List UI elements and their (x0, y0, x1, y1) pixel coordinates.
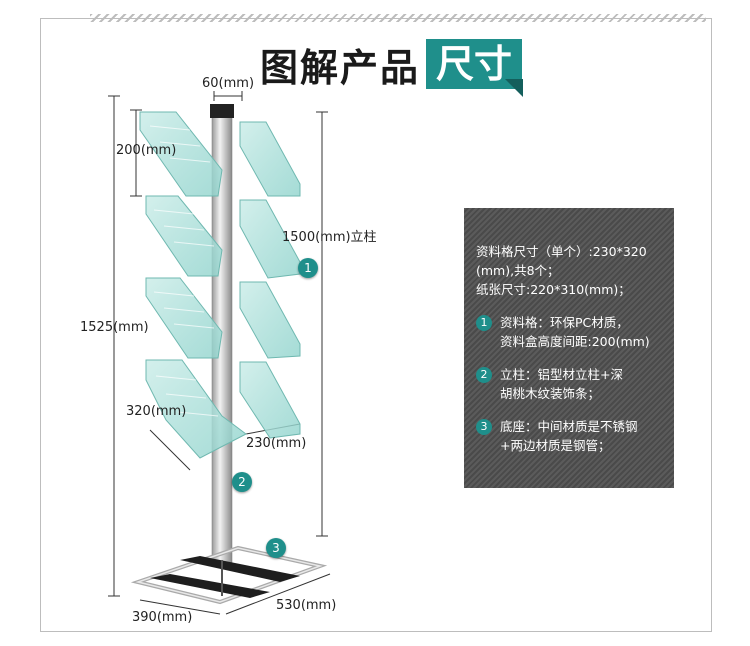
spec-item-1: 1 资料格：环保PC材质， 资料盒高度间距:200(mm) (476, 313, 664, 351)
dim-base-depth: 530(mm) (276, 598, 337, 613)
spec-line-3: 纸张尺寸:220*310(mm)； (476, 282, 631, 297)
spec-panel: 资料格尺寸（单个）:230*320 (mm),共8个； 纸张尺寸:220*310… (464, 208, 674, 488)
spec-item-2: 2 立柱：铝型材立柱+深胡桃木纹装饰条； (476, 365, 664, 403)
spec-item-3: 3 底座：中间材质是不锈钢 +两边材质是钢管； (476, 417, 664, 455)
dim-pocket-width: 230(mm) (246, 436, 307, 451)
marker-3: 3 (266, 538, 286, 558)
stand-base (130, 104, 328, 605)
dim-total-height: 1525(mm) (80, 320, 149, 335)
item-text: 立柱：铝型材立柱+深 (500, 367, 623, 382)
item-number: 3 (476, 419, 492, 435)
item-text: 底座：中间材质是不锈钢 (500, 419, 638, 434)
item-text: 资料盒高度间距:200(mm) (500, 334, 650, 349)
dim-shelf-height: 200(mm) (116, 143, 177, 158)
title-main: 图解产品 (260, 45, 421, 90)
item-number: 2 (476, 367, 492, 383)
page-title: 图解产品 尺寸 (260, 38, 524, 97)
item-text: 资料格：环保PC材质， (500, 315, 629, 330)
dim-column-height: 1500(mm)立柱 (282, 230, 377, 245)
marker-2: 2 (232, 472, 252, 492)
item-text: +两边材质是钢管； (500, 438, 611, 453)
dim-top-width: 60(mm) (202, 76, 255, 91)
marker-1: 1 (298, 258, 318, 278)
left-pockets (139, 111, 247, 459)
spec-line-1: 资料格尺寸（单个）:230*320 (476, 244, 647, 259)
title-highlight: 尺寸 (426, 39, 524, 97)
right-pockets (239, 121, 301, 439)
content-frame (40, 18, 712, 632)
spec-line-2: (mm),共8个； (476, 263, 560, 278)
item-number: 1 (476, 315, 492, 331)
pocket-slats (149, 125, 219, 417)
item-text: 胡桃木纹装饰条； (500, 386, 601, 401)
dim-pocket-depth: 320(mm) (126, 404, 187, 419)
dim-base-width: 390(mm) (132, 610, 193, 625)
